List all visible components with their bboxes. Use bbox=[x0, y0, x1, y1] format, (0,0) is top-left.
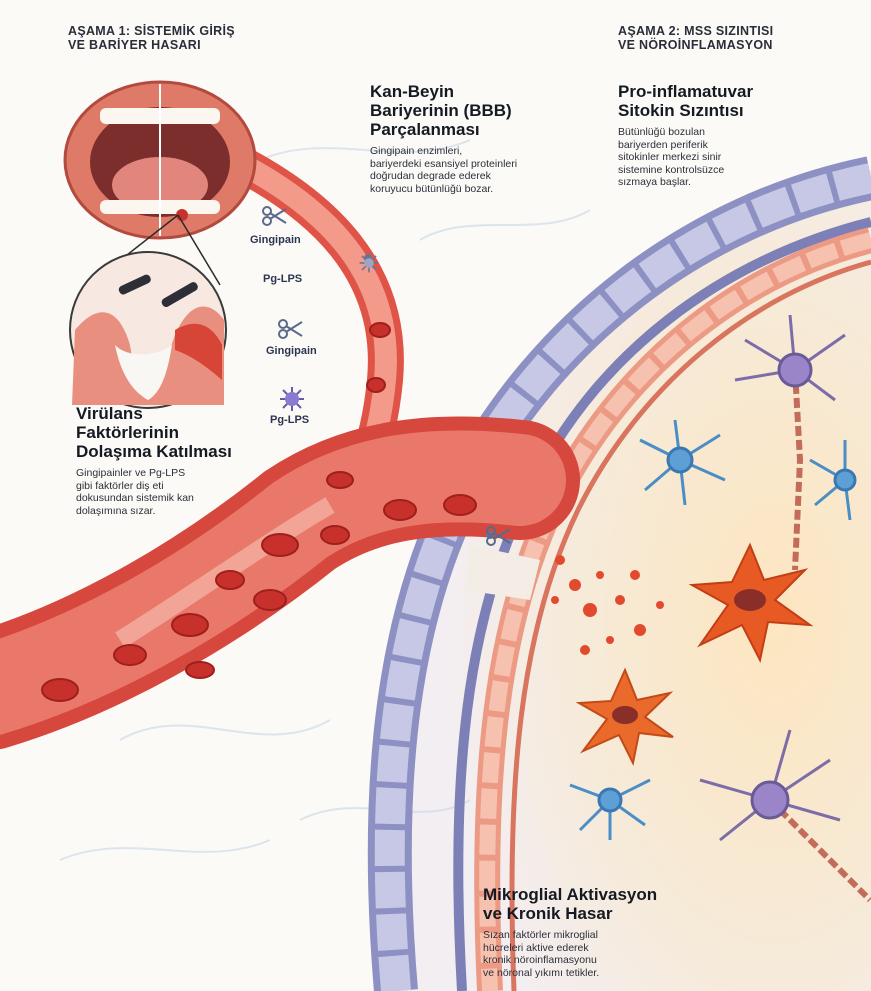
gum-tissue-inset bbox=[70, 252, 226, 408]
cytokine-description: Bütünlüğü bozulan bariyerden periferik s… bbox=[618, 126, 838, 189]
microglia-description: Sızan faktörler mikroglial hücreleri akt… bbox=[483, 929, 723, 979]
stage2-heading: AŞAMA 2: MSS SIZINTISI VE NÖROİNFLAMASYO… bbox=[618, 24, 773, 52]
virulence-description: Gingipainler ve Pg-LPS gibi faktörler di… bbox=[76, 467, 276, 517]
bbb-title: Kan-Beyin Bariyerinin (BBB) Parçalanması bbox=[370, 82, 600, 139]
virus-icon bbox=[358, 252, 380, 279]
virulence-block: Virülans Faktörlerinin Dolaşıma Katılmas… bbox=[76, 404, 276, 517]
microglia-title: Mikroglial Aktivasyon ve Kronik Hasar bbox=[483, 885, 723, 923]
bbb-breakdown-block: Kan-Beyin Bariyerinin (BBB) Parçalanması… bbox=[370, 82, 600, 195]
scissors-icon bbox=[278, 318, 304, 345]
mouth-illustration bbox=[65, 82, 255, 238]
scissors-icon bbox=[486, 525, 512, 552]
factor-label: Gingipain bbox=[266, 345, 317, 357]
stage1-heading: AŞAMA 1: SİSTEMİK GİRİŞ VE BARİYER HASAR… bbox=[68, 24, 235, 52]
factor-label: Pg-LPS bbox=[263, 273, 302, 285]
bbb-description: Gingipain enzimleri, bariyerdeki esansiy… bbox=[370, 145, 600, 195]
cytokine-title: Pro-inflamatuvar Sitokin Sızıntısı bbox=[618, 82, 838, 120]
virulence-title: Virülans Faktörlerinin Dolaşıma Katılmas… bbox=[76, 404, 276, 461]
cytokine-leak-block: Pro-inflamatuvar Sitokin Sızıntısı Bütün… bbox=[618, 82, 838, 189]
scissors-icon bbox=[262, 205, 288, 232]
microglia-block: Mikroglial Aktivasyon ve Kronik Hasar Sı… bbox=[483, 885, 723, 979]
factor-label: Gingipain bbox=[250, 234, 301, 246]
